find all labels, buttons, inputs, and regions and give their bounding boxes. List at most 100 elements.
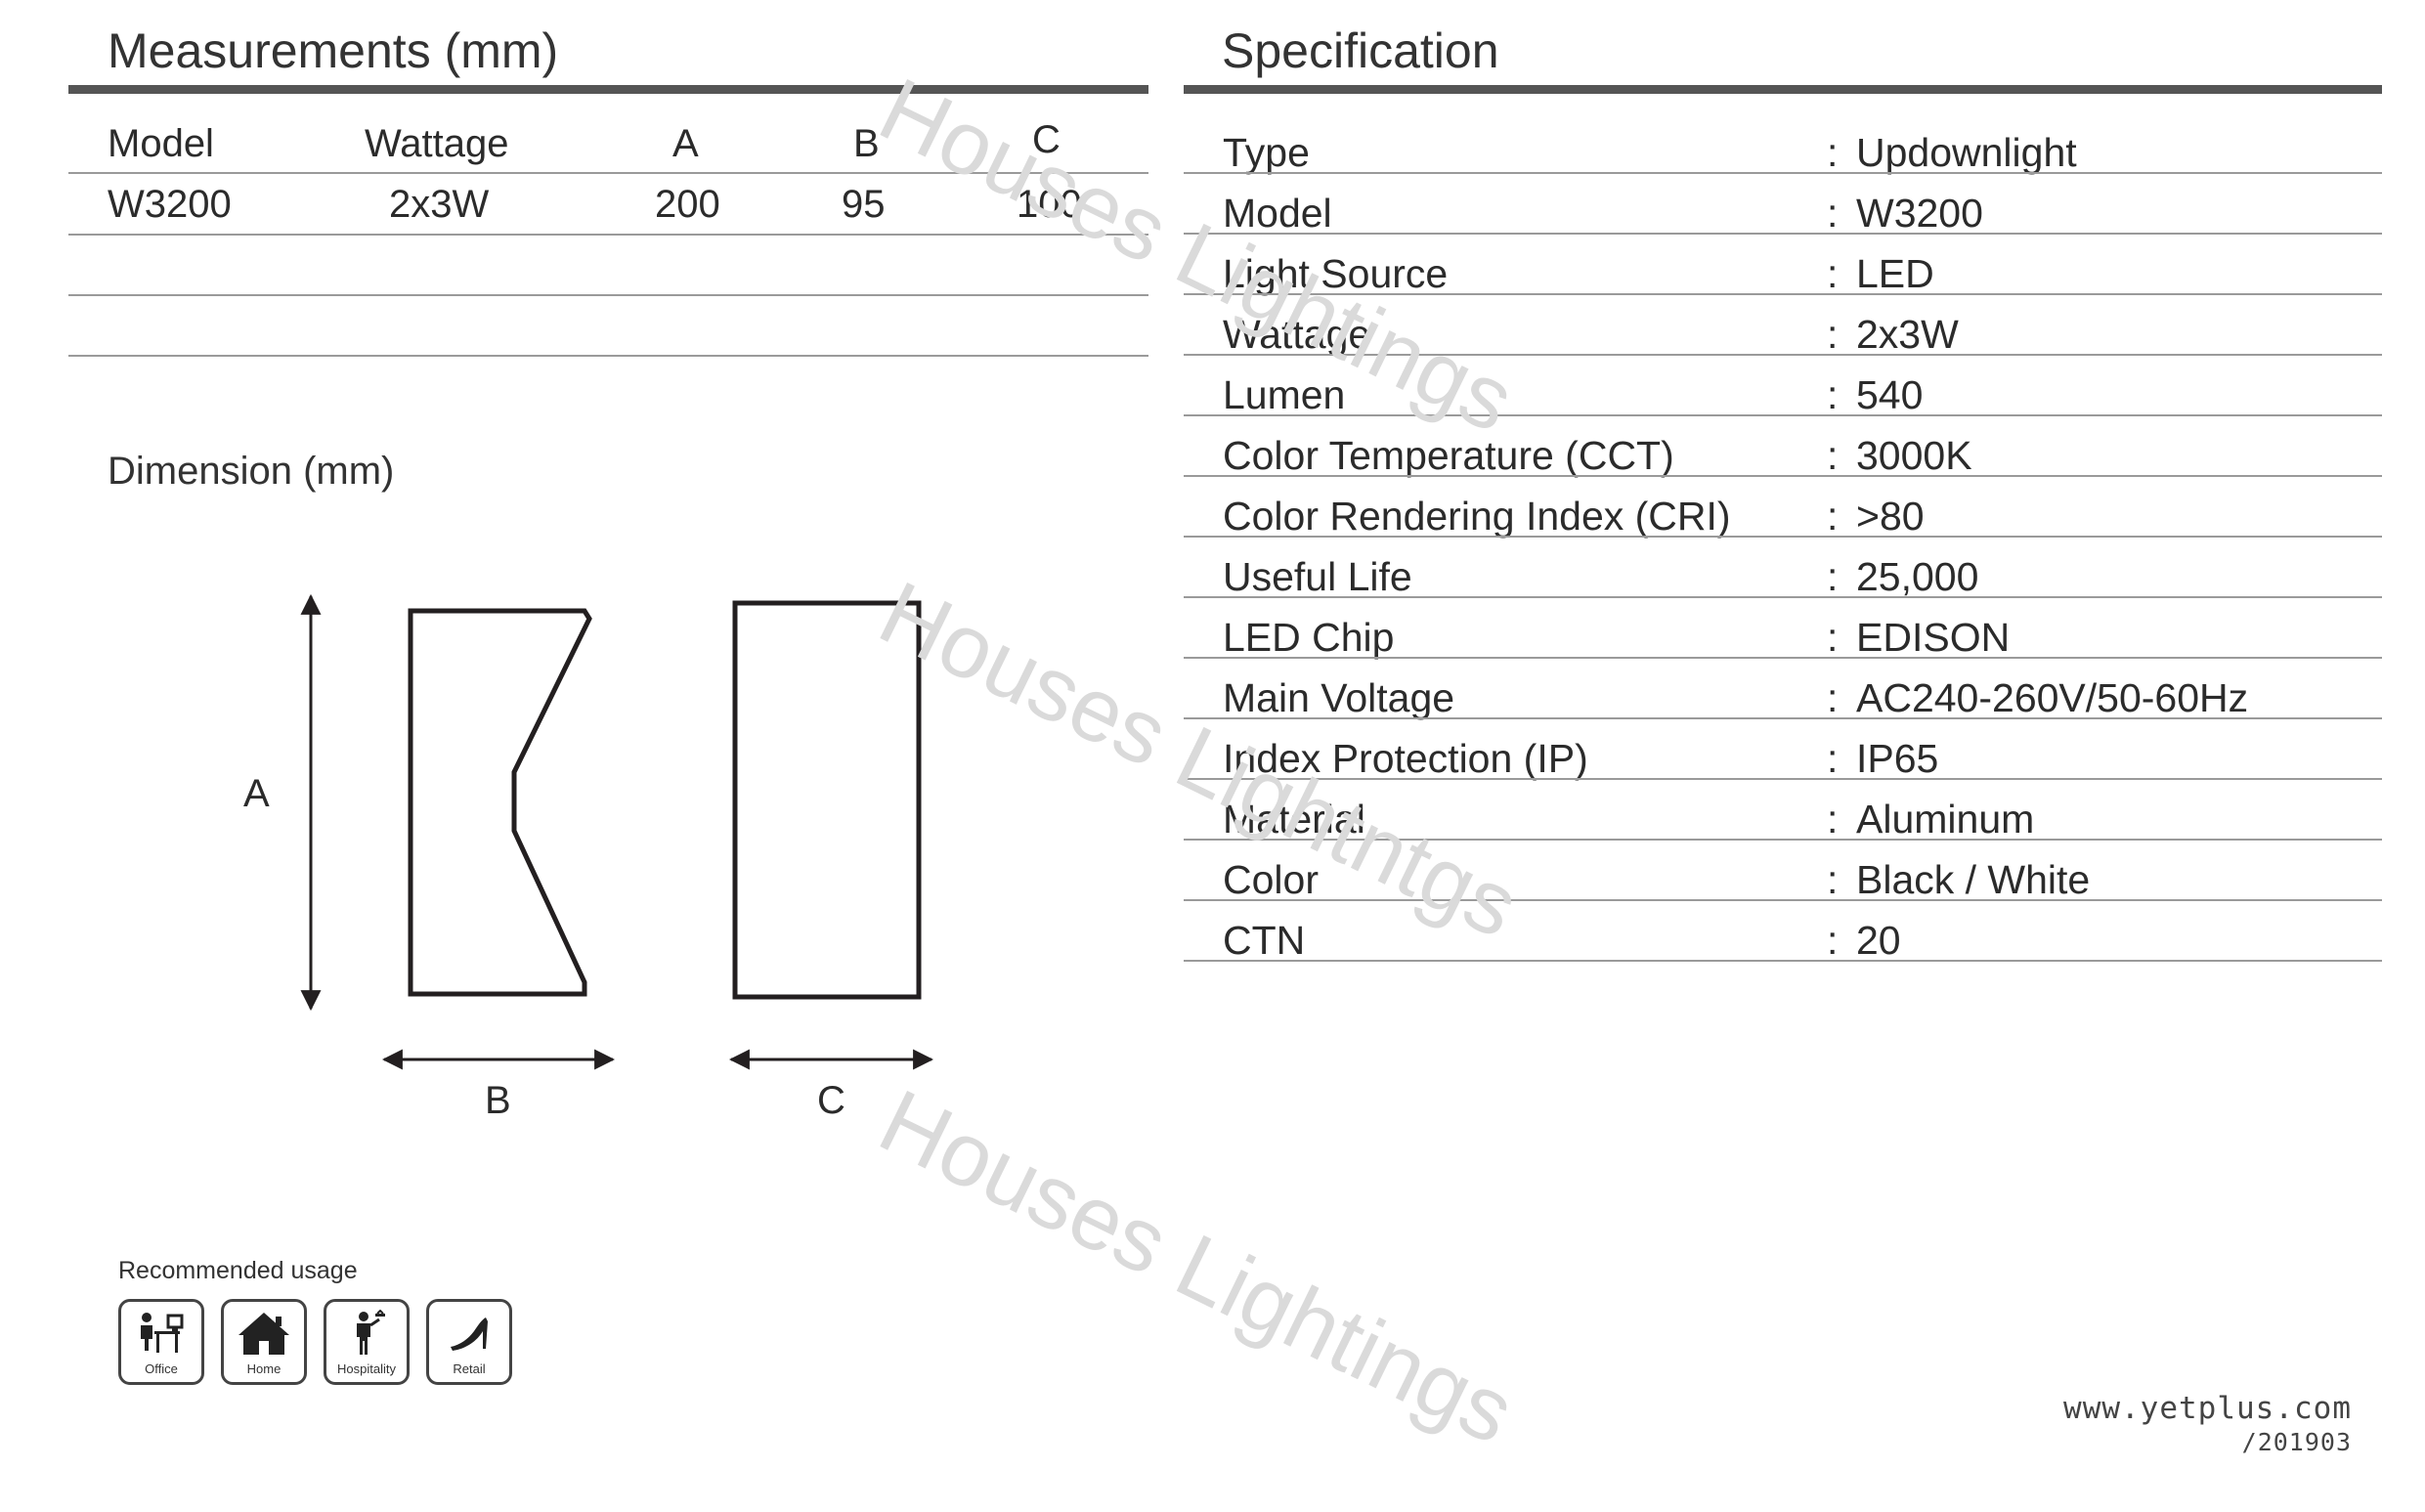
spec-value: Aluminum: [1856, 797, 2035, 842]
spec-label: Color: [1223, 857, 1319, 902]
dimension-b-label: B: [485, 1079, 511, 1122]
specification-title: Specification: [1222, 23, 1499, 78]
spec-label: Model: [1223, 191, 1332, 236]
spec-row: Type: Updownlight: [1184, 113, 2382, 174]
spec-value: >80: [1856, 494, 1925, 539]
dimension-title: Dimension (mm): [108, 450, 395, 493]
spec-row-rule: [1184, 960, 2382, 962]
hospitality-icon: [357, 1310, 385, 1355]
spec-label: Wattage: [1223, 312, 1371, 357]
dimension-c-label: C: [817, 1079, 845, 1122]
office-icon: [141, 1313, 184, 1353]
header-b: B: [853, 122, 880, 165]
spec-separator: :: [1827, 130, 1839, 175]
spec-value: Updownlight: [1856, 130, 2077, 175]
spec-row: Light Source: LED: [1184, 235, 2382, 295]
spec-row-rule: [1184, 717, 2382, 719]
home-icon: [238, 1313, 289, 1355]
spec-value: IP65: [1856, 736, 1939, 781]
cell-a: 200: [655, 183, 720, 226]
spec-separator: :: [1827, 312, 1839, 357]
spec-separator: :: [1827, 736, 1839, 781]
usage-office-label: Office: [145, 1361, 178, 1376]
spec-label: Color Temperature (CCT): [1223, 433, 1674, 478]
spec-row-rule: [1184, 899, 2382, 901]
spec-value: W3200: [1856, 191, 1983, 236]
spec-label: Type: [1223, 130, 1310, 175]
spec-row: Index Protection (IP): IP65: [1184, 719, 2382, 780]
spec-row-rule: [1184, 354, 2382, 356]
spec-separator: :: [1827, 191, 1839, 236]
spec-value: 2x3W: [1856, 312, 1959, 357]
specification-heavy-rule: [1184, 85, 2382, 94]
spec-separator: :: [1827, 615, 1839, 660]
spec-row-rule: [1184, 596, 2382, 598]
spec-row: Lumen:540: [1184, 356, 2382, 416]
usage-home-label: Home: [246, 1361, 281, 1376]
retail-icon: [451, 1318, 488, 1351]
spec-row-rule: [1184, 536, 2382, 538]
spec-value: LED: [1856, 251, 1934, 296]
spec-row: Color Temperature (CCT):3000K: [1184, 416, 2382, 477]
header-wattage: Wattage: [365, 122, 509, 165]
spec-row-rule: [1184, 293, 2382, 295]
cell-c: 100: [1017, 183, 1082, 226]
spec-row: Color Rendering Index (CRI): >80: [1184, 477, 2382, 538]
usage-retail: Retail: [426, 1299, 512, 1385]
cell-wattage: 2x3W: [389, 183, 490, 226]
spec-value: EDISON: [1856, 615, 2011, 660]
spec-separator: :: [1827, 797, 1839, 842]
footer-url[interactable]: www.yetplus.com: [2063, 1391, 2352, 1426]
table-rule: [68, 172, 1148, 174]
spec-value: Black / White: [1856, 857, 2091, 902]
header-c: C: [1032, 118, 1061, 161]
spec-separator: :: [1827, 372, 1839, 417]
side-profile-shape: [408, 608, 592, 997]
table-rule: [68, 294, 1148, 296]
spec-separator: :: [1827, 918, 1839, 963]
spec-label: Index Protection (IP): [1223, 736, 1588, 781]
usage-office: Office: [118, 1299, 204, 1385]
spec-row-rule: [1184, 839, 2382, 841]
spec-separator: :: [1827, 494, 1839, 539]
spec-label: Material: [1223, 797, 1365, 842]
spec-separator: :: [1827, 251, 1839, 296]
usage-hospitality: Hospitality: [324, 1299, 410, 1385]
header-a: A: [672, 122, 699, 165]
spec-value: AC240-260V/50-60Hz: [1856, 675, 2249, 720]
spec-label: LED Chip: [1223, 615, 1395, 660]
spec-separator: :: [1827, 675, 1839, 720]
spec-row-rule: [1184, 414, 2382, 416]
spec-row: Main Voltage: AC240-260V/50-60Hz: [1184, 659, 2382, 719]
spec-label: CTN: [1223, 918, 1306, 963]
table-rule: [68, 234, 1148, 236]
dimension-drawing: [300, 593, 934, 1070]
spec-row: LED Chip: EDISON: [1184, 598, 2382, 659]
spec-label: Useful Life: [1223, 554, 1412, 599]
spec-row-rule: [1184, 475, 2382, 477]
spec-label: Light Source: [1223, 251, 1449, 296]
spec-row-rule: [1184, 778, 2382, 780]
spec-separator: :: [1827, 554, 1839, 599]
spec-label: Lumen: [1223, 372, 1346, 417]
spec-separator: :: [1827, 857, 1839, 902]
measurements-heavy-rule: [68, 85, 1148, 94]
spec-value: 25,000: [1856, 554, 1979, 599]
usage-title: Recommended usage: [118, 1257, 358, 1284]
header-model: Model: [108, 122, 214, 165]
cell-b: 95: [842, 183, 886, 226]
spec-row: Model: W3200: [1184, 174, 2382, 235]
spec-row-rule: [1184, 172, 2382, 174]
spec-value: 540: [1856, 372, 1924, 417]
spec-row: Useful Life:25,000: [1184, 538, 2382, 598]
cell-model: W3200: [108, 183, 232, 226]
usage-retail-label: Retail: [453, 1361, 486, 1376]
spec-label: Color Rendering Index (CRI): [1223, 494, 1731, 539]
spec-label: Main Voltage: [1223, 675, 1455, 720]
spec-row: Material: Aluminum: [1184, 780, 2382, 841]
table-rule: [68, 355, 1148, 357]
dimension-a-label: A: [243, 772, 270, 815]
usage-hospitality-label: Hospitality: [337, 1361, 396, 1376]
measurements-title: Measurements (mm): [108, 23, 559, 78]
